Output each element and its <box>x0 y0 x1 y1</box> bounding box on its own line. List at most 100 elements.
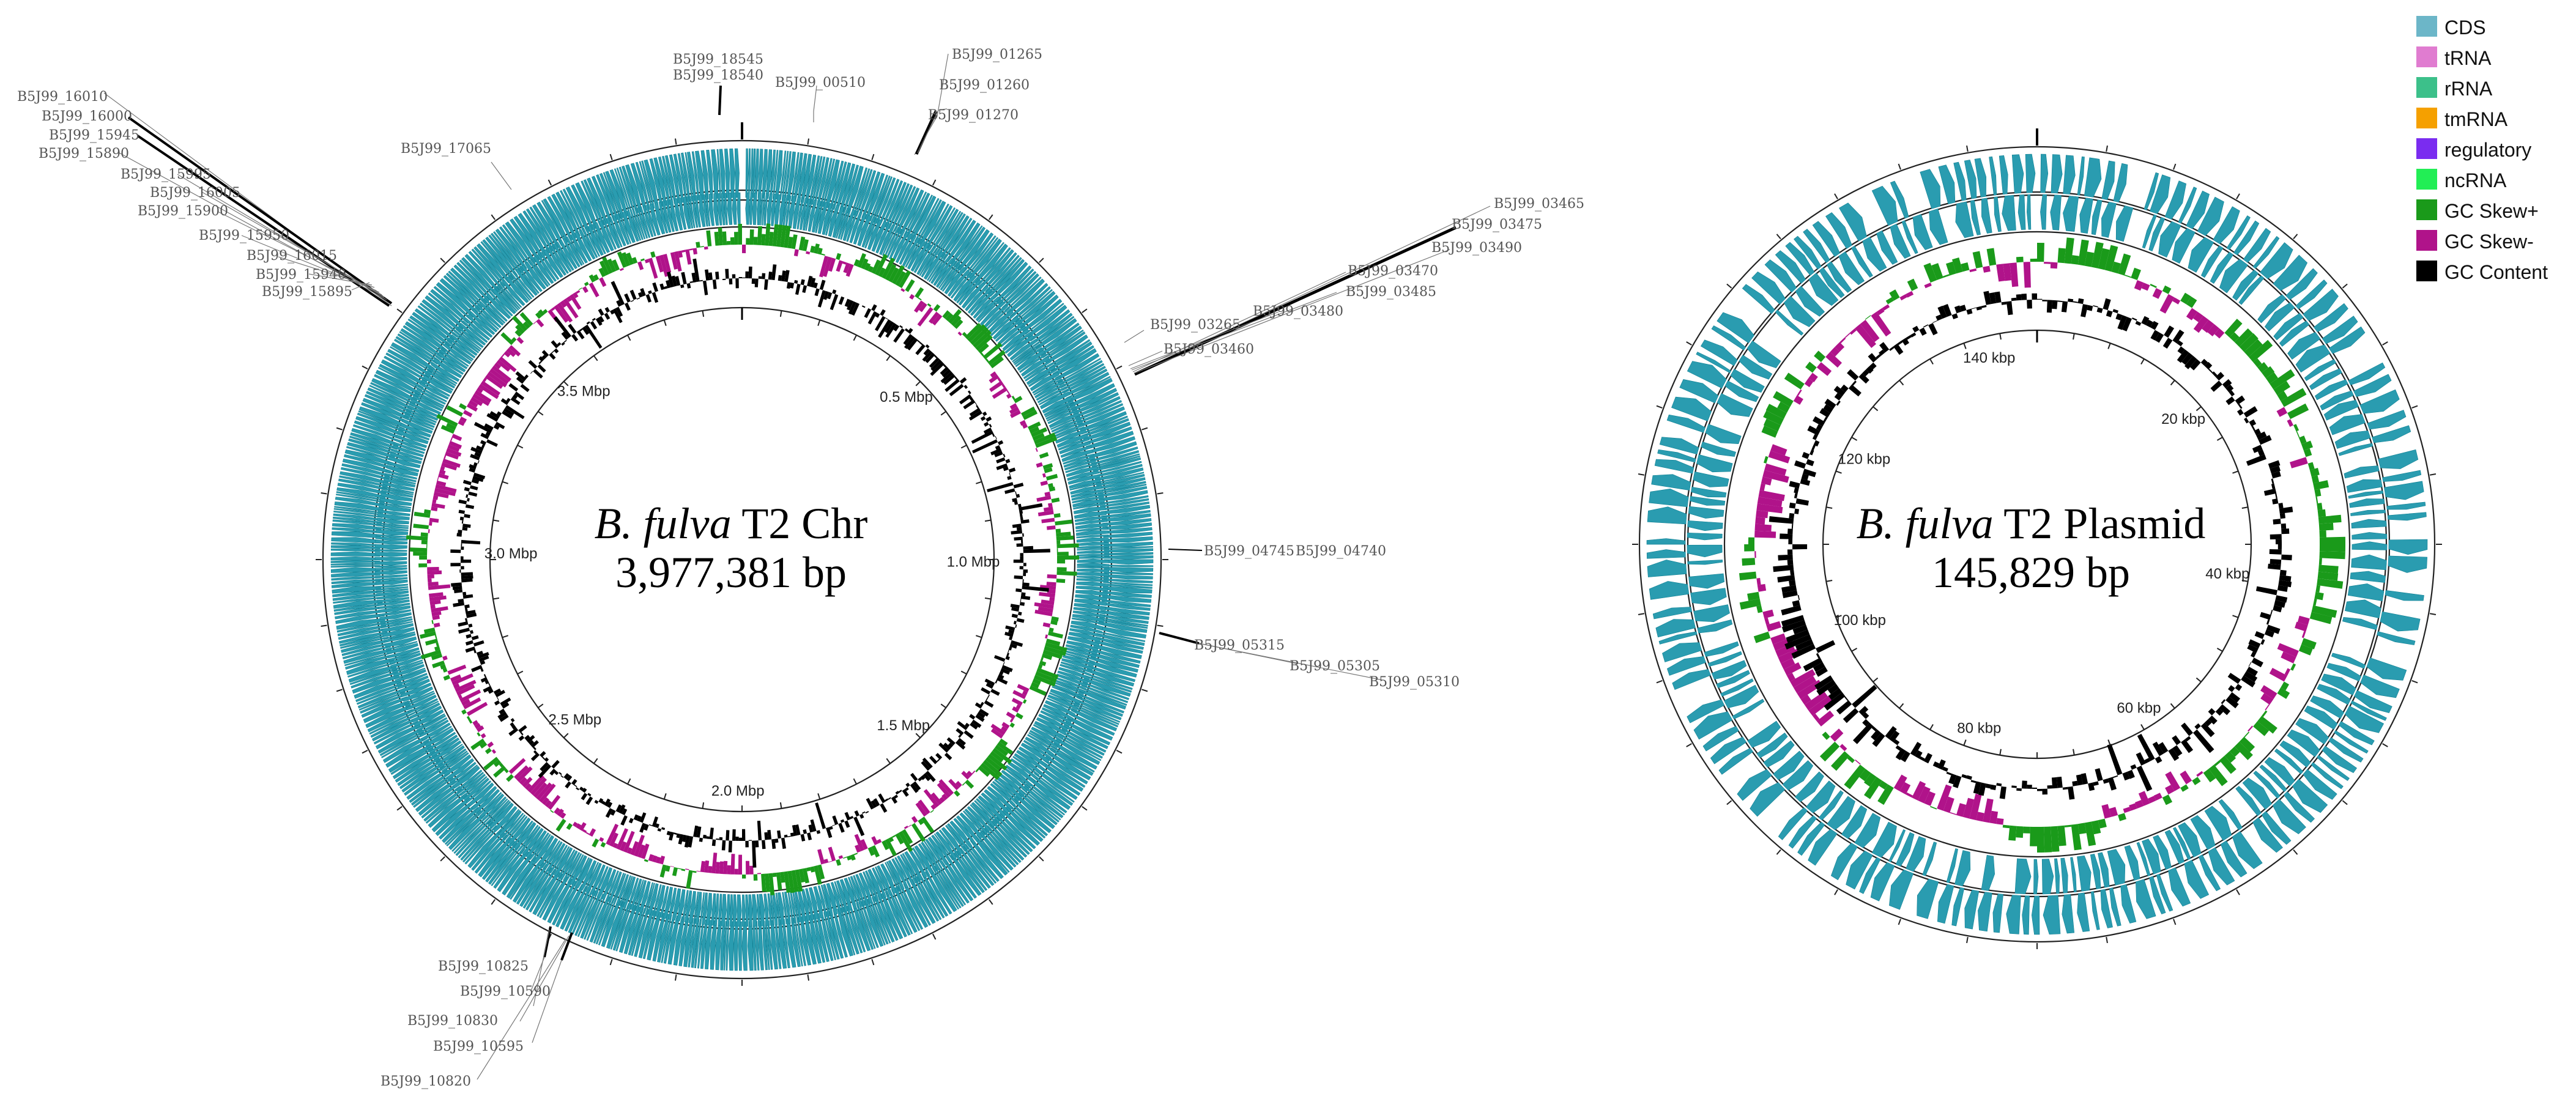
gc-skew-bar <box>602 256 613 274</box>
gc-skew-bar <box>612 259 620 271</box>
cds-gene-arrow <box>957 229 990 271</box>
cds-gene-arrow <box>337 624 387 637</box>
gc-content-bar <box>2076 774 2083 786</box>
cds-gene-arrow <box>462 320 488 343</box>
gc-content-bar <box>1919 756 1925 761</box>
cds-gene-arrow <box>2198 854 2221 892</box>
cds-gene-arrow <box>1672 669 1711 690</box>
gc-skew-bar <box>1022 410 1037 420</box>
gc-content-bar <box>537 364 546 373</box>
cds-gene-arrow <box>2279 320 2310 347</box>
cds-gene-arrow <box>928 868 957 912</box>
gc-content-bar <box>980 701 984 706</box>
gc-skew-bar <box>1877 784 1894 805</box>
gc-skew-bar <box>853 853 858 856</box>
cds-gene-arrow <box>2188 237 2214 273</box>
cds-gene-arrow <box>1658 631 1698 645</box>
gc-content-bar <box>495 690 505 698</box>
cds-gene-arrow <box>2090 891 2100 930</box>
gc-skew-bar <box>620 268 624 272</box>
gc-skew-bar <box>616 828 628 850</box>
cds-gene-arrow <box>896 187 920 234</box>
cds-gene-arrow <box>2090 854 2101 890</box>
cds-gene-arrow <box>418 717 448 734</box>
gc-skew-bar <box>1906 290 1914 298</box>
gc-content-bar <box>943 374 956 385</box>
gc-skew-bar <box>2293 424 2299 432</box>
gc-skew-bar <box>1937 784 1952 811</box>
cds-gene-arrow <box>782 195 789 228</box>
cds-gene-arrow <box>779 150 787 200</box>
gc-content-bar <box>2278 580 2292 588</box>
outer-scale-tick <box>2382 341 2388 346</box>
plasmid-size: 145,829 bp <box>1932 548 2130 597</box>
gc-content-bar <box>664 286 668 289</box>
cds-gene-arrow <box>1103 531 1153 538</box>
gc-content-bar <box>2243 671 2258 683</box>
cds-gene-arrow <box>1702 726 1739 752</box>
gc-skew-bar <box>985 757 1001 771</box>
cds-gene-arrow <box>2213 206 2240 245</box>
cds-gene-arrow <box>1072 610 1105 618</box>
gc-skew-bar <box>2129 803 2137 811</box>
gc-content-bar <box>1014 501 1018 505</box>
gc-skew-bar <box>757 226 762 245</box>
gc-content-bar <box>2158 742 2169 754</box>
cds-gene-arrow <box>401 418 433 434</box>
gc-skew-bar <box>806 867 811 871</box>
gc-content-bar <box>1862 369 1869 377</box>
gc-skew-bar <box>2207 324 2219 336</box>
cds-gene-arrow <box>469 311 496 335</box>
cds-gene-arrow <box>2098 852 2110 888</box>
cds-gene-arrow <box>421 785 461 819</box>
cds-gene-arrow <box>1031 727 1061 746</box>
gc-skew-bar <box>1034 675 1056 687</box>
cds-gene-arrow <box>365 705 412 728</box>
cds-gene-arrow <box>513 271 535 298</box>
cds-gene-arrow <box>332 586 382 594</box>
cds-gene-arrow <box>1071 489 1103 498</box>
gc-content-bar <box>2246 667 2258 676</box>
cds-gene-arrow <box>910 878 936 924</box>
cds-gene-arrow <box>899 235 917 265</box>
gc-content-bar <box>974 702 982 709</box>
cds-gene-arrow <box>949 222 981 265</box>
cds-gene-arrow <box>2320 390 2354 411</box>
cds-gene-arrow <box>842 165 859 213</box>
gc-content-bar <box>2155 332 2164 343</box>
gc-content-bar <box>729 278 733 285</box>
cds-gene-arrow <box>752 894 758 927</box>
cds-gene-arrow <box>603 172 622 220</box>
cds-gene-arrow <box>840 209 852 240</box>
cds-gene-arrow <box>404 321 447 353</box>
gc-skew-bar <box>1793 676 1817 694</box>
gc-content-bar <box>870 800 877 808</box>
cds-gene-arrow <box>885 890 907 938</box>
cds-gene-arrow <box>395 336 439 365</box>
gc-content-bar <box>1973 781 1981 794</box>
cds-gene-arrow <box>2070 857 2077 893</box>
cds-gene-arrow <box>1103 583 1153 589</box>
gc-content-bar <box>998 674 1004 679</box>
gc-content-bar <box>994 451 1003 457</box>
cds-gene-arrow <box>1034 772 1075 803</box>
chromosome-title: B. fulva T2 Chr <box>595 499 868 548</box>
outer-scale-tick <box>2342 800 2348 805</box>
cds-gene-arrow <box>1060 730 1105 756</box>
cds-gene-arrow <box>981 792 1006 817</box>
gc-content-bar <box>880 309 886 316</box>
cds-gene-arrow <box>347 662 396 678</box>
cds-gene-arrow <box>911 847 930 876</box>
gc-skew-bar <box>2180 784 2189 792</box>
cds-gene-arrow <box>592 176 612 223</box>
cds-gene-arrow <box>858 872 873 904</box>
gc-content-bar <box>758 276 762 279</box>
gc-skew-bar <box>515 324 525 335</box>
cds-gene-arrow <box>377 517 409 525</box>
gc-content-bar <box>885 322 897 338</box>
gc-skew-bar <box>432 499 437 504</box>
gc-skew-bar <box>885 838 897 857</box>
cds-gene-arrow <box>502 279 525 306</box>
cds-gene-arrow <box>612 215 626 246</box>
gene-label: B5J99_18540 <box>673 68 763 83</box>
